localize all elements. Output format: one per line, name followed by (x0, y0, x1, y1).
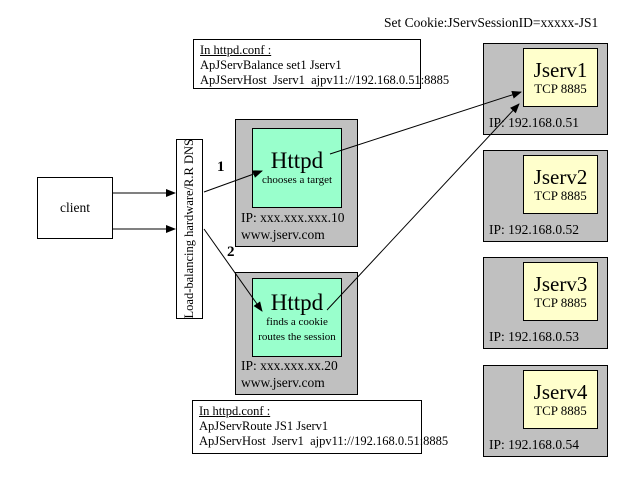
httpd-1-ip: IP: xxx.xxx.xxx.10 www.jserv.com (241, 209, 345, 243)
jserv-3-inner-box: Jserv3 TCP 8885 (523, 262, 598, 321)
apjservroute-line: ApJServRoute JS1 Jserv1 (199, 419, 329, 433)
jserv-3-port: TCP 8885 (534, 294, 587, 310)
httpd-1-inner-box: Httpd chooses a target (252, 128, 342, 208)
httpd-2-caption-1: finds a cookie (266, 316, 328, 329)
jserv-4-name: Jserv4 (533, 379, 588, 404)
httpd-2-inner-box: Httpd finds a cookie routes the session (252, 278, 342, 357)
jserv-2-name: Jserv2 (533, 164, 588, 189)
httpd-server-2-box: Httpd finds a cookie routes the session … (235, 272, 358, 395)
load-balancer-label: Load-balancing hardware/R.R DNS (182, 139, 196, 319)
jserv-4-ip: IP: 192.168.0.54 (489, 437, 580, 452)
httpd-conf-top-heading: In httpd.conf : (200, 43, 272, 57)
step-2-label: 2 (227, 244, 235, 260)
httpd-2-domain: www.jserv.com (241, 375, 325, 390)
apjservhost-line-bottom: ApJServHost Jserv1 ajpv11://192.168.0.51… (199, 434, 449, 448)
jserv-4-inner-box: Jserv4 TCP 8885 (523, 370, 598, 429)
load-balancer-box: Load-balancing hardware/R.R DNS (176, 139, 203, 319)
httpd-conf-bottom-box: In httpd.conf : ApJServRoute JS1 Jserv1 … (192, 400, 449, 454)
apjservhost-line-top: ApJServHost Jserv1 ajpv11://192.168.0.51… (200, 73, 450, 87)
jserv-2-port: TCP 8885 (534, 187, 587, 203)
httpd-server-1-box: Httpd chooses a target IP: xxx.xxx.xxx.1… (235, 119, 358, 247)
httpd-conf-top-box: In httpd.conf : ApJServBalance set1 Jser… (193, 39, 450, 89)
client-label: client (60, 200, 90, 215)
jserv-1-ip: IP: 192.168.0.51 (489, 115, 580, 130)
httpd-1-domain: www.jserv.com (241, 227, 325, 242)
step-1-label: 1 (217, 159, 225, 175)
jserv-1-inner-box: Jserv1 TCP 8885 (523, 48, 598, 107)
client-box: client (37, 177, 113, 239)
jserv-1-box: Jserv1 TCP 8885 IP: 192.168.0.51 (483, 43, 608, 135)
jserv-1-port: TCP 8885 (534, 80, 587, 96)
jserv-4-box: Jserv4 TCP 8885 IP: 192.168.0.54 (483, 365, 608, 457)
httpd-2-ip-line: IP: xxx.xxx.xx.20 (241, 358, 338, 373)
httpd-1-caption: chooses a target (261, 173, 333, 186)
jserv-2-inner-box: Jserv2 TCP 8885 (523, 155, 598, 214)
httpd-1-name: Httpd (270, 147, 324, 173)
set-cookie-title: Set Cookie:JServSessionID=xxxxx-JS1 (384, 15, 599, 30)
jserv-2-ip: IP: 192.168.0.52 (489, 222, 580, 237)
jserv-4-port: TCP 8885 (534, 402, 587, 418)
jserv-3-box: Jserv3 TCP 8885 IP: 192.168.0.53 (483, 257, 608, 349)
jserv-2-box: Jserv2 TCP 8885 IP: 192.168.0.52 (483, 150, 608, 242)
httpd-1-ip-line: IP: xxx.xxx.xxx.10 (241, 210, 345, 225)
jserv-3-ip: IP: 192.168.0.53 (489, 329, 580, 344)
httpd-2-ip: IP: xxx.xxx.xx.20 www.jserv.com (241, 357, 338, 391)
apjservbalance-line: ApJServBalance set1 Jserv1 (200, 58, 342, 72)
httpd-2-caption-2: routes the session (258, 330, 336, 343)
httpd-2-name: Httpd (270, 290, 324, 316)
httpd-conf-bottom-heading: In httpd.conf : (199, 404, 271, 418)
jserv-3-name: Jserv3 (533, 271, 588, 296)
jserv-1-name: Jserv1 (533, 57, 588, 82)
